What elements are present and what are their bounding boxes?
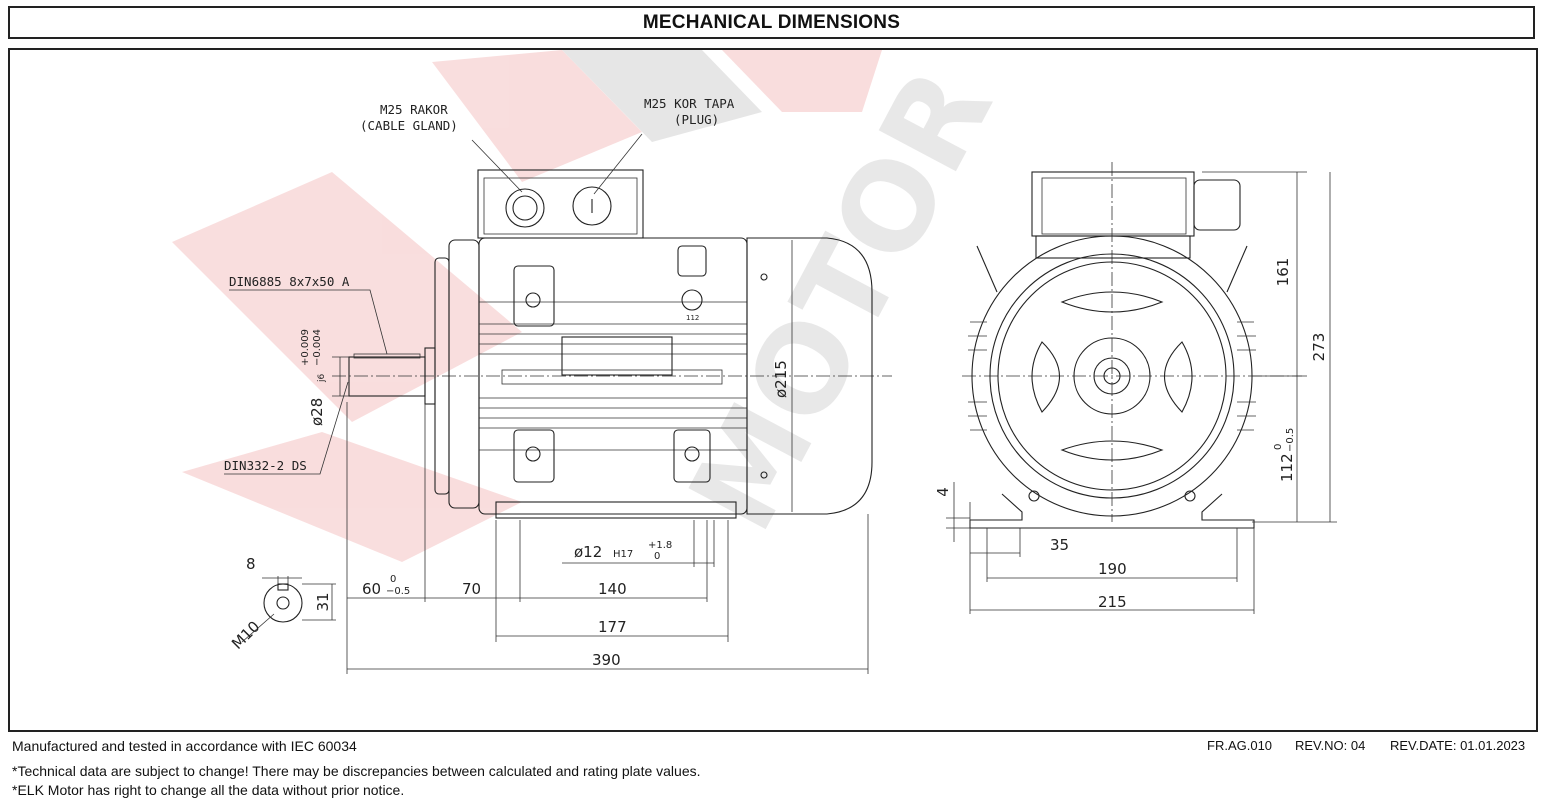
thread-size-label: M10 (228, 617, 263, 652)
earth-terminal (681, 289, 703, 311)
terminal-box (477, 169, 644, 239)
dim-190-label: 190 (1098, 560, 1127, 578)
shaft-thread-label: DIN332-2 DS (224, 458, 307, 473)
shaft-length-tol-lower: −0.5 (386, 586, 410, 597)
fan-grille (1031, 291, 1193, 461)
shaft-diameter-callout: ø28 j6 +0.009 −0.004 (300, 329, 327, 426)
cooling-fins (479, 301, 747, 451)
terminal-box-inner (483, 177, 638, 235)
shaft-end-keyway (277, 583, 289, 591)
front-terminal-box-inner (1041, 177, 1187, 235)
shaft-length-label: 60 (362, 580, 381, 598)
cable-gland (512, 195, 538, 221)
fan-cover (746, 237, 873, 515)
revision-date: REV.DATE: 01.01.2023 (1390, 738, 1526, 753)
dim-177-label: 177 (598, 618, 627, 636)
shaft-diameter: ø28 (308, 398, 326, 426)
plug-leader (593, 133, 643, 195)
rating-rail (501, 369, 723, 385)
fan-hub (1073, 337, 1151, 415)
revision-number: REV.NO: 04 (1295, 738, 1366, 753)
lower-boss-right (673, 429, 711, 483)
dim-140-label: 140 (598, 580, 627, 598)
fan-hub-inner (1093, 357, 1131, 395)
shaft-center (1103, 367, 1121, 385)
fan-cover-ring (989, 253, 1235, 499)
nameplate (561, 336, 673, 376)
dim-112-tol-upper: 0 (1273, 444, 1284, 450)
front-terminal-box (1031, 171, 1195, 237)
shaft-thread-hole (276, 596, 290, 610)
lifting-lug-right (1226, 245, 1248, 293)
boss-hole-left (525, 292, 541, 308)
lifting-lug-left (976, 245, 998, 293)
shaft-thread-leader (224, 381, 349, 475)
plug-cap (572, 186, 612, 226)
mechanical-drawing: MOTOR (172, 50, 1337, 674)
dim-112-tol-lower: −0.5 (1285, 428, 1296, 452)
upper-boss-left (513, 265, 555, 327)
key-leader (229, 289, 388, 355)
note-technical: *Technical data are subject to change! T… (12, 763, 701, 779)
shaft-length-tol-upper: 0 (390, 574, 396, 585)
cable-gland-label-1: M25 RAKOR (380, 102, 448, 117)
lower-hole-left (525, 446, 541, 462)
hole-diameter-label: ø12 (574, 543, 602, 561)
shaft-tol-lower: −0.004 (312, 329, 323, 366)
drawing-area: MOTOR (8, 48, 1538, 732)
frame-diameter-label: ø215 (772, 360, 790, 398)
dim-112-callout: 112 0 −0.5 (1273, 428, 1296, 482)
hole-tol-upper: +1.8 (648, 540, 672, 551)
front-cable-gland (1193, 179, 1241, 231)
side-view: 112 ø215 M25 RAKOR (CABLE GLAND) M25 KOR… (224, 96, 892, 674)
cable-gland-leader (471, 139, 523, 193)
watermark-logo: MOTOR (172, 50, 1020, 562)
shaft-height-label: 31 (314, 592, 332, 611)
key-label: DIN6885 8x7x50 A (229, 274, 350, 289)
form-number: FR.AG.010 (1207, 738, 1273, 753)
plug-label-2: (PLUG) (674, 112, 719, 127)
front-dim-extensions (946, 171, 1337, 614)
dim-215-label: 215 (1098, 593, 1127, 611)
fan-cover-screw-top (760, 273, 768, 281)
note-rights: *ELK Motor has right to change all the d… (12, 782, 405, 798)
front-view: 161 273 112 0 −0.5 4 35 190 215 (934, 162, 1337, 614)
dim-390-label: 390 (592, 651, 621, 669)
page-title: MECHANICAL DIMENSIONS (642, 11, 901, 33)
dim-161-label: 161 (1274, 258, 1292, 287)
thread-leader (241, 613, 275, 643)
cable-gland-nut (505, 188, 545, 228)
foot-hole-left (1028, 490, 1040, 502)
frame-size-tag: 112 (686, 314, 699, 322)
mounting-feet (495, 501, 737, 519)
hole-fit: H17 (613, 549, 633, 560)
fan-cover-screw-bottom (760, 471, 768, 479)
front-fins (968, 321, 1256, 431)
title-bar: MECHANICAL DIMENSIONS (8, 6, 1535, 39)
dim-273-label: 273 (1310, 333, 1328, 362)
dim-70-label: 70 (462, 580, 481, 598)
dim-4-label: 4 (934, 487, 952, 497)
side-dim-extensions (346, 402, 869, 674)
hole-tol-lower: 0 (654, 551, 660, 562)
dim-35-label: 35 (1050, 536, 1069, 554)
dim-112-label: 112 (1278, 453, 1296, 482)
fan-cover-ring-inner (997, 261, 1227, 491)
key-width-label: 8 (246, 555, 256, 573)
eyebolt (677, 245, 707, 277)
lower-hole-right (684, 446, 700, 462)
shaft-fit: j6 (317, 373, 327, 383)
shaft-tol-upper: +0.009 (300, 329, 311, 366)
cable-gland-label-2: (CABLE GLAND) (360, 118, 458, 133)
foot-hole-right (1184, 490, 1196, 502)
plug-label-1: M25 KOR TAPA (644, 96, 735, 111)
lower-boss-left (513, 429, 555, 483)
standard-text: Manufactured and tested in accordance wi… (12, 738, 357, 754)
front-feet (969, 493, 1255, 529)
